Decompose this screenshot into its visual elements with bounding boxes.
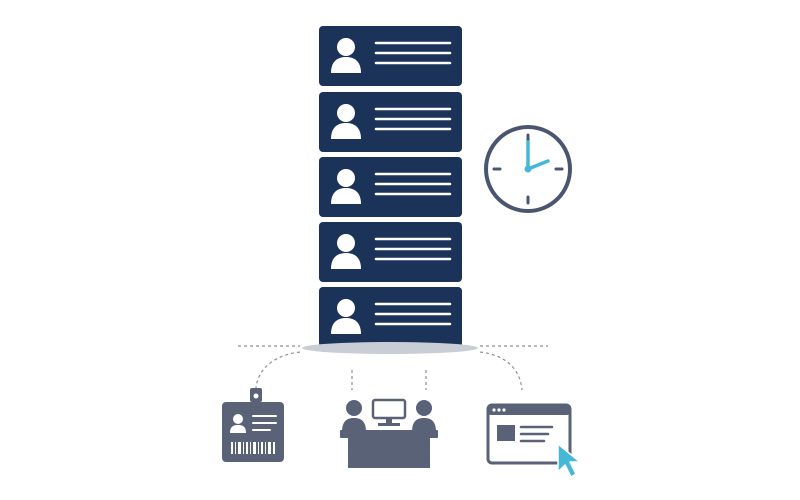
cursor-icon	[557, 443, 581, 478]
text-lines-icon	[374, 302, 452, 326]
person-icon	[331, 104, 361, 139]
profile-card-stack	[319, 26, 462, 347]
id-badge-icon	[222, 388, 284, 462]
person-icon	[331, 234, 361, 269]
monitor-icon	[371, 398, 407, 426]
profile-card	[319, 157, 462, 217]
person-right-icon	[412, 400, 436, 432]
text-lines-icon	[374, 237, 452, 261]
connector-badge	[255, 351, 301, 389]
browser-window-icon	[486, 403, 572, 465]
person-left-icon	[342, 400, 366, 432]
channel-connectors	[255, 351, 523, 391]
clock-icon	[484, 125, 572, 213]
text-lines-icon	[374, 41, 452, 65]
text-lines-icon	[374, 172, 452, 196]
connector-browser	[479, 351, 523, 391]
desk-top	[340, 430, 438, 438]
profile-card	[319, 287, 462, 347]
profile-card	[319, 222, 462, 282]
text-lines-icon	[374, 107, 452, 131]
barcode-icon	[231, 442, 275, 454]
person-icon	[331, 169, 361, 204]
reception-desk-icon	[340, 398, 438, 468]
stack-platform	[302, 342, 478, 354]
profile-card	[319, 92, 462, 152]
person-icon	[331, 38, 361, 73]
profile-card	[319, 26, 462, 86]
desk-body	[348, 438, 430, 468]
person-icon	[331, 299, 361, 334]
